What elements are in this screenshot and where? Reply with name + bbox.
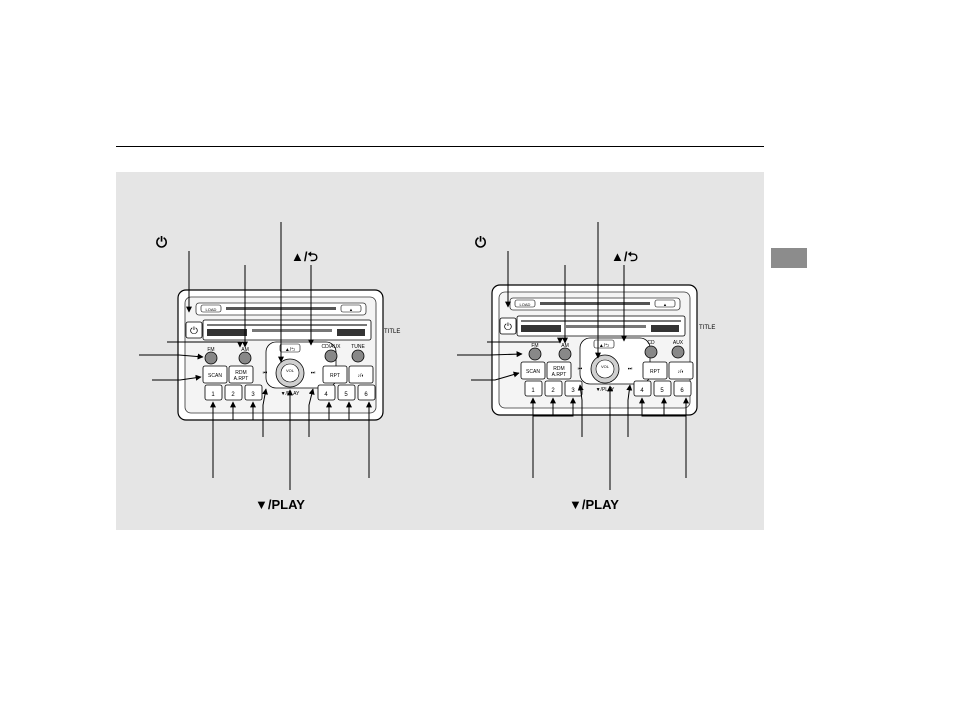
right-power-label: ⏻ xyxy=(475,234,487,250)
left-eject-button-label: ▲ xyxy=(349,307,353,312)
svg-text:4: 4 xyxy=(324,392,328,398)
left-preset-2[interactable] xyxy=(224,384,243,401)
right-preset-6[interactable] xyxy=(673,380,692,397)
right-preset-2[interactable] xyxy=(544,380,563,397)
left-rdm-button[interactable] xyxy=(228,365,254,384)
svg-text:3: 3 xyxy=(251,392,255,398)
right-skip-back-icon: ⏮ xyxy=(578,366,583,372)
right-rdm-button[interactable] xyxy=(546,361,572,380)
right-rpt-label: RPT xyxy=(650,369,660,375)
svg-text:2: 2 xyxy=(231,392,235,398)
left-preset-5[interactable] xyxy=(337,384,356,401)
right-skip-fwd-icon: ⏭ xyxy=(628,366,633,372)
right-play-key-label: ▼/PLAY xyxy=(596,387,615,393)
right-preset-1[interactable] xyxy=(524,380,543,397)
right-eq-label: ♪/◐ xyxy=(678,369,685,375)
left-skip-back-icon: ⏮ xyxy=(263,370,268,376)
left-eq-button[interactable] xyxy=(348,365,374,384)
svg-text:5: 5 xyxy=(660,388,664,394)
left-radio-unit: LOAD ▲ ⏻ TITLE FM AM ▲/⮌ ⏮ ⏭ VOL CD/AUX … xyxy=(177,289,400,421)
left-play-label: ▼/PLAY xyxy=(255,497,305,512)
right-rdm-label: RDM xyxy=(553,366,564,372)
left-fm-label: FM xyxy=(207,347,214,353)
right-fm-label: FM xyxy=(531,343,538,349)
left-am-label: AM xyxy=(241,347,249,353)
left-arpt-label: A.RPT xyxy=(234,376,249,382)
right-am-label: AM xyxy=(561,343,569,349)
left-preset-6[interactable] xyxy=(357,384,376,401)
svg-text:1: 1 xyxy=(211,392,215,398)
svg-text:4: 4 xyxy=(640,388,644,394)
left-preset-1[interactable] xyxy=(204,384,223,401)
right-scan-label: SCAN xyxy=(526,369,540,375)
right-eject-button-label: ▲ xyxy=(663,302,667,307)
right-radio-unit: LOAD ▲ ⏻ TITLE FM AM ▲/⮌ ⏮ ⏭ VOL CD AUX … xyxy=(491,284,715,416)
right-back-key-label: ▲/⮌ xyxy=(599,342,609,349)
left-preset-3[interactable] xyxy=(244,384,263,401)
right-aux-label: AUX xyxy=(673,340,684,346)
section-tab xyxy=(771,248,807,268)
left-load-button-label: LOAD xyxy=(206,307,217,312)
left-rpt-label: RPT xyxy=(330,373,340,379)
left-rpt-button[interactable] xyxy=(322,365,348,384)
svg-text:6: 6 xyxy=(680,388,684,394)
right-volume-dial[interactable] xyxy=(595,359,615,379)
right-rpt-button[interactable] xyxy=(642,361,668,380)
left-title-label: TITLE xyxy=(384,329,400,335)
left-callouts xyxy=(139,222,372,490)
right-fm-knob[interactable] xyxy=(528,347,542,361)
right-preset-5[interactable] xyxy=(653,380,672,397)
right-play-label: ▼/PLAY xyxy=(569,497,619,512)
right-title-label: TITLE xyxy=(699,325,715,331)
svg-text:5: 5 xyxy=(344,392,348,398)
right-aux-knob[interactable] xyxy=(671,345,685,359)
left-volume-dial[interactable] xyxy=(280,363,300,383)
svg-text:6: 6 xyxy=(364,392,368,398)
right-am-knob[interactable] xyxy=(558,347,572,361)
left-eq-label: ♪/◐ xyxy=(358,373,365,379)
right-load-button-label: LOAD xyxy=(520,302,531,307)
left-scan-button[interactable] xyxy=(202,365,228,384)
svg-text:1: 1 xyxy=(531,388,535,394)
svg-text:2: 2 xyxy=(551,388,555,394)
right-arpt-label: A.RPT xyxy=(552,372,567,378)
left-tune-label: TUNE xyxy=(351,344,365,350)
right-eq-button[interactable] xyxy=(668,361,694,380)
left-fm-knob[interactable] xyxy=(204,351,218,365)
right-power-icon: ⏻ xyxy=(504,322,512,333)
left-skip-fwd-icon: ⏭ xyxy=(311,370,316,376)
left-cdaux-knob[interactable] xyxy=(324,349,338,363)
left-rdm-label: RDM xyxy=(235,370,246,376)
left-vol-label: VOL xyxy=(286,368,295,373)
left-back-key-label: ▲/⮌ xyxy=(285,346,295,353)
right-preset-4[interactable] xyxy=(633,380,652,397)
left-cdaux-label: CD/AUX xyxy=(322,344,342,350)
left-scan-label: SCAN xyxy=(208,373,222,379)
left-eject-back-label: ▲/⮌ xyxy=(291,249,318,264)
header-rule xyxy=(116,146,764,147)
left-power-icon: ⏻ xyxy=(190,326,198,337)
left-power-label: ⏻ xyxy=(156,234,168,250)
right-cd-knob[interactable] xyxy=(644,345,658,359)
svg-text:3: 3 xyxy=(571,388,575,394)
left-preset-4[interactable] xyxy=(317,384,336,401)
right-callouts xyxy=(457,222,689,490)
right-scan-button[interactable] xyxy=(520,361,546,380)
right-vol-label: VOL xyxy=(601,364,610,369)
right-cd-label: CD xyxy=(647,340,655,346)
left-am-knob[interactable] xyxy=(238,351,252,365)
left-tune-knob[interactable] xyxy=(351,349,365,363)
right-eject-back-label: ▲/⮌ xyxy=(611,249,638,264)
